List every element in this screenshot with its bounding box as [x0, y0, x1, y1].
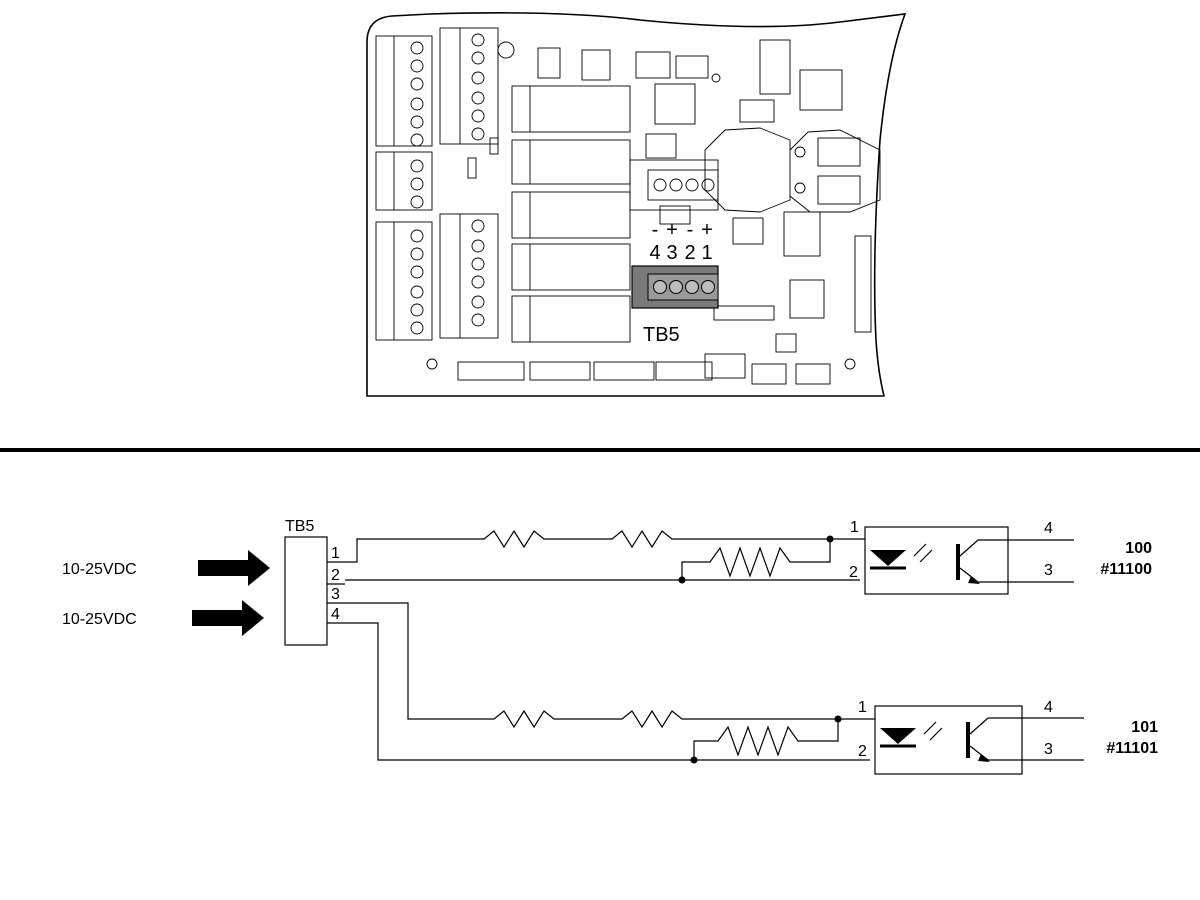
- bottom-connectors: [457, 361, 713, 381]
- circuit-2-wiring: [345, 602, 875, 761]
- tb5-terminal-3: 3: [666, 242, 677, 264]
- left-terminal-blocks: [375, 27, 499, 341]
- opto-1-input-number: 100: [1125, 540, 1152, 557]
- circuit-1-wiring: [345, 529, 865, 581]
- top-components: [467, 39, 843, 179]
- opto-2-pin-4: 4: [1044, 699, 1053, 716]
- tb5-terminal-1: 1: [701, 242, 712, 264]
- opto-2-input-address: #11101: [1106, 740, 1158, 757]
- input-voltage-label-2: 10-25VDC: [62, 611, 137, 628]
- heatsink: [704, 127, 881, 213]
- junction-2a: [834, 715, 842, 723]
- tb5-terminal-2: 2: [684, 242, 695, 264]
- pcb-outline: [366, 12, 907, 397]
- tb5-pin-4: 4: [331, 606, 340, 623]
- tb5-block: [284, 536, 328, 646]
- tb5-board-label: TB5: [643, 324, 680, 346]
- opto-2-pin-3: 3: [1044, 741, 1053, 758]
- opto-1-pin-4: 4: [1044, 520, 1053, 537]
- opto-2-pin-1: 1: [858, 699, 867, 716]
- junction-2b: [690, 756, 698, 764]
- tb5-terminal-4: 4: [649, 242, 660, 264]
- left-screws: [410, 33, 485, 335]
- schematic: 10-25VDC 10-25VDC TB5 1 2 3 4: [62, 518, 1158, 775]
- pcb-board-illustration: - + - + 4 3 2 1 TB5: [366, 12, 907, 397]
- input-arrow-2: [192, 600, 264, 636]
- tb5-polarity-2: -: [687, 219, 694, 241]
- tb5-polarity-3: +: [666, 219, 678, 241]
- optocoupler-1: [864, 526, 1074, 595]
- opto-2-input-number: 101: [1131, 719, 1158, 736]
- optocoupler-2: [874, 705, 1084, 775]
- junction-1b: [678, 576, 686, 584]
- tb5-pin-3: 3: [331, 586, 340, 603]
- opto-1-input-address: #11100: [1100, 561, 1152, 578]
- lower-right-components: [426, 211, 872, 385]
- opto-1-pin-3: 3: [1044, 562, 1053, 579]
- tb5-pin-2: 2: [331, 567, 340, 584]
- tb5-connector: [631, 265, 719, 309]
- tb5-polarity-4: -: [652, 219, 659, 241]
- opto-1-pin-2: 2: [849, 564, 858, 581]
- input-voltage-label-1: 10-25VDC: [62, 561, 137, 578]
- relays: [511, 85, 631, 343]
- input-arrow-1: [198, 550, 270, 586]
- upper-terminal: [629, 133, 719, 225]
- junction-1a: [826, 535, 834, 543]
- tb5-pin-1: 1: [331, 545, 340, 562]
- tb5-schematic-label: TB5: [285, 518, 314, 535]
- opto-2-pin-2: 2: [858, 743, 867, 760]
- tb5-polarity-1: +: [701, 219, 713, 241]
- opto-1-pin-1: 1: [850, 519, 859, 536]
